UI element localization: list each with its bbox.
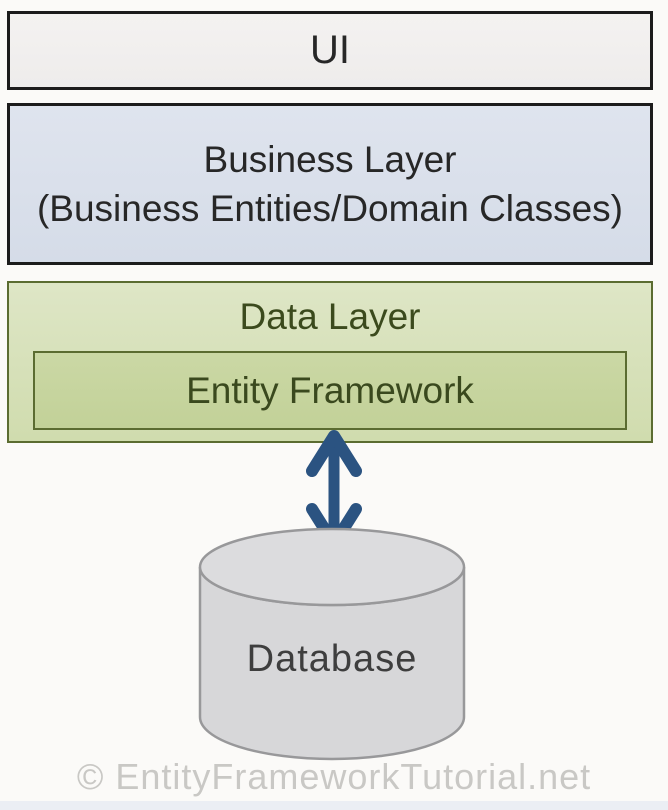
database-cylinder-svg [198, 527, 466, 761]
business-layer-title: Business Layer [203, 139, 457, 180]
business-layer-subtitle: (Business Entities/Domain Classes) [36, 188, 624, 229]
watermark-copyright: © EntityFrameworkTutorial.net [76, 756, 592, 797]
entity-framework-box: Entity Framework [33, 351, 627, 430]
data-layer-box: Data Layer Entity Framework [7, 281, 653, 443]
ui-layer-box: UI [7, 11, 653, 90]
ui-layer-label: UI [310, 28, 350, 72]
business-layer-box: Business Layer (Business Entities/Domain… [7, 103, 653, 265]
data-layer-title: Data Layer [239, 296, 421, 337]
database-label: Database [246, 638, 418, 680]
entity-framework-label: Entity Framework [186, 369, 474, 411]
bottom-strip [0, 801, 668, 810]
database-cylinder [195, 527, 469, 763]
